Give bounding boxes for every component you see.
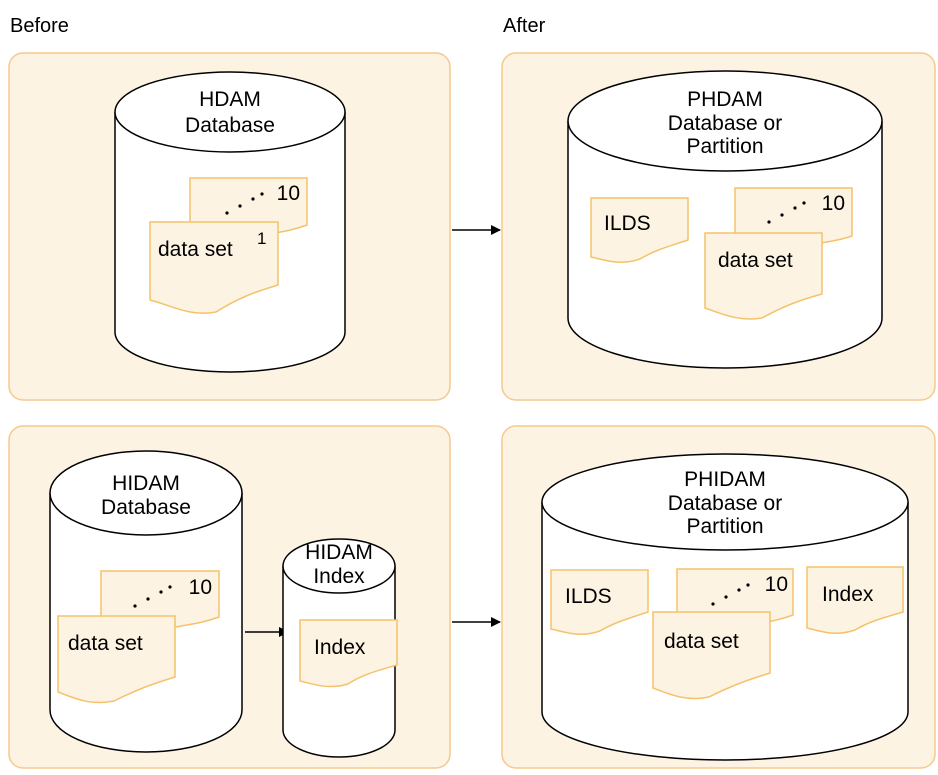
phidam-data-set-doc xyxy=(652,611,771,700)
phidam-index-label: Index xyxy=(822,583,874,606)
dots-icon xyxy=(225,192,264,215)
phidam-title-line1: PHIDAM xyxy=(684,468,766,491)
phdam-title-line3: Partition xyxy=(686,135,763,158)
phdam-title-line2: Database or xyxy=(668,112,782,135)
hdam-data-set-count: 10 xyxy=(277,182,300,205)
hidam-title-line2: Database xyxy=(101,496,191,519)
phdam-ilds-doc xyxy=(590,197,689,263)
hdam-data-set-label: data set xyxy=(158,238,233,261)
phidam-title-line2: Database or xyxy=(668,492,782,515)
phidam-ilds-label: ILDS xyxy=(565,585,612,608)
phdam-data-set-doc xyxy=(704,232,823,320)
after-heading: After xyxy=(503,15,546,37)
phidam-ilds-doc xyxy=(550,569,649,635)
phdam-data-set-label: data set xyxy=(718,249,793,272)
dots-icon xyxy=(711,583,750,606)
hidam-title-line1: HIDAM xyxy=(112,472,180,495)
phidam-title-line3: Partition xyxy=(686,515,763,538)
hidam-data-set-count: 10 xyxy=(189,576,212,599)
dots-icon xyxy=(767,201,806,224)
hdam-title-line2: Database xyxy=(185,114,275,137)
hdam-data-set-doc xyxy=(149,221,279,314)
phidam-index-doc xyxy=(806,566,904,634)
phdam-data-set-count: 10 xyxy=(822,192,845,215)
phidam-data-set-label: data set xyxy=(664,630,739,653)
hidam-index-doc-label: Index xyxy=(314,636,366,659)
hdam-title-line1: HDAM xyxy=(199,88,261,111)
hidam-data-set-doc xyxy=(57,615,176,704)
dots-icon xyxy=(133,585,172,608)
hidam-index-doc xyxy=(299,619,398,688)
hidam-index-title-line1: HIDAM xyxy=(305,541,373,564)
hidam-data-set-label: data set xyxy=(68,632,143,655)
hdam-data-set-superscript: 1 xyxy=(257,229,266,248)
phidam-data-set-count: 10 xyxy=(765,573,788,596)
before-heading: Before xyxy=(10,15,69,37)
phdam-ilds-label: ILDS xyxy=(604,212,651,235)
phdam-title-line1: PHDAM xyxy=(687,88,763,111)
hidam-index-title-line2: Index xyxy=(313,565,365,588)
